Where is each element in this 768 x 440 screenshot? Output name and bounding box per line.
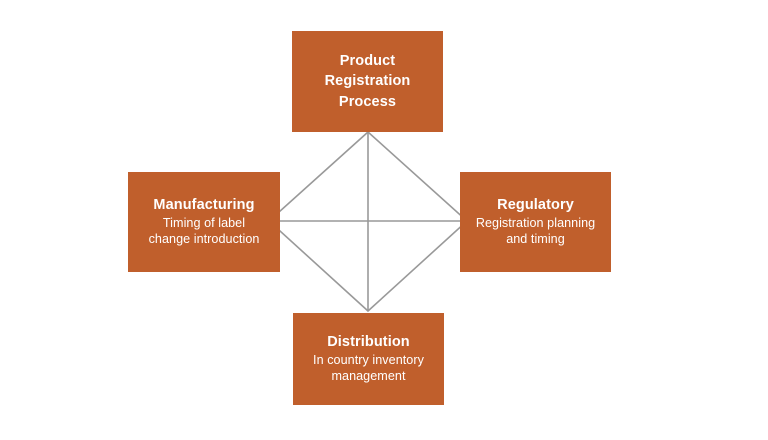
node-left-subtitle-line-2: change introduction	[148, 232, 260, 247]
node-right-title: Regulatory	[497, 197, 574, 214]
node-distribution[interactable]: Distribution In country inventory manage…	[293, 313, 444, 405]
node-product-registration-process[interactable]: Product Registration Process	[292, 31, 443, 132]
node-bottom-subtitle-line-2: management	[331, 369, 406, 384]
node-top-title: Product Registration Process	[325, 51, 411, 113]
node-right-subtitle-line-2: and timing	[506, 232, 565, 247]
node-bottom-subtitle-line-1: In country inventory	[313, 353, 424, 368]
node-top-title-line-1: Product	[339, 52, 396, 69]
node-regulatory[interactable]: Regulatory Registration planning and tim…	[460, 172, 611, 272]
node-left-title: Manufacturing	[153, 197, 255, 214]
diamond-outline	[267, 130, 469, 313]
node-left-subtitle-line-1: Timing of label	[162, 216, 246, 231]
node-left-subtitle: Timing of label change introduction	[149, 215, 260, 247]
node-right-subtitle-line-1: Registration planning	[475, 216, 596, 231]
node-top-title-line-2: Registration	[324, 73, 411, 90]
node-right-subtitle: Registration planning and timing	[476, 215, 595, 247]
node-top-title-line-3: Process	[338, 93, 397, 110]
node-bottom-title: Distribution	[327, 334, 410, 351]
node-bottom-subtitle: In country inventory management	[313, 352, 424, 384]
node-manufacturing[interactable]: Manufacturing Timing of label change int…	[128, 172, 280, 272]
